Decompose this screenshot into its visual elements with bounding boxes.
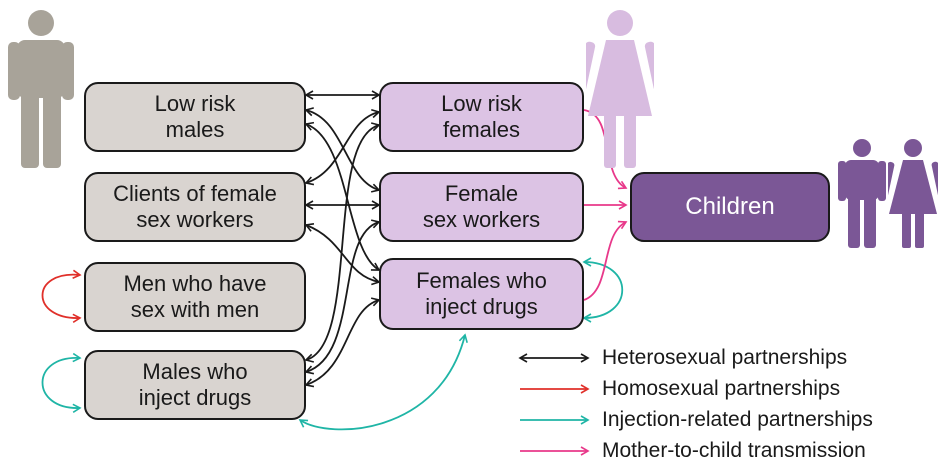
node-clients-of-fsw: Clients of female sex workers — [84, 172, 306, 242]
legend-label: Mother-to-child transmission — [602, 439, 866, 462]
het-mpwid-lowfemales — [304, 122, 381, 363]
legend-label: Heterosexual partnerships — [602, 346, 848, 369]
node-label: Low risk males — [154, 91, 236, 142]
node-low-risk-females: Low risk females — [379, 82, 584, 152]
legend-mother-to-child: Mother-to-child transmission — [516, 437, 866, 465]
inj-mpwid-loop — [41, 352, 82, 413]
node-label: Low risk females — [441, 91, 522, 142]
arrow-icon — [520, 446, 590, 456]
node-females-who-inject-drugs: Females who inject drugs — [379, 258, 584, 330]
legend-homosexual: Homosexual partnerships — [516, 375, 840, 403]
node-label: Females who inject drugs — [416, 268, 547, 319]
inj-fpwid-loop — [582, 257, 623, 323]
legend-heterosexual: Heterosexual partnerships — [516, 344, 847, 372]
double-arrow-icon — [518, 353, 590, 363]
node-label: Men who have sex with men — [123, 271, 267, 322]
child-female-figure-icon — [888, 139, 938, 248]
node-label: Males who inject drugs — [138, 359, 252, 410]
arrow-icon — [520, 415, 590, 425]
female-figure-icon — [586, 10, 654, 168]
legend-label: Homosexual partnerships — [602, 377, 841, 400]
het-clients-lowfemales — [304, 108, 381, 186]
legend-label: Injection-related partnerships — [602, 408, 873, 431]
node-label: Clients of female sex workers — [113, 181, 277, 232]
node-low-risk-males: Low risk males — [84, 82, 306, 152]
node-label: Female sex workers — [422, 181, 541, 232]
male-figure-icon — [8, 10, 74, 168]
node-children: Children — [630, 172, 830, 242]
homo-msm-loop — [41, 269, 82, 323]
node-label: Children — [685, 193, 775, 220]
mtct-fpwid-children — [583, 220, 628, 301]
node-female-sex-workers: Female sex workers — [379, 172, 584, 242]
inj-mpwid-fpwid — [298, 333, 468, 431]
child-male-figure-icon — [838, 139, 886, 248]
node-msm: Men who have sex with men — [84, 262, 306, 332]
arrow-icon — [520, 384, 590, 394]
legend-injection: Injection-related partnerships — [516, 406, 873, 434]
node-males-who-inject-drugs: Males who inject drugs — [84, 350, 306, 420]
